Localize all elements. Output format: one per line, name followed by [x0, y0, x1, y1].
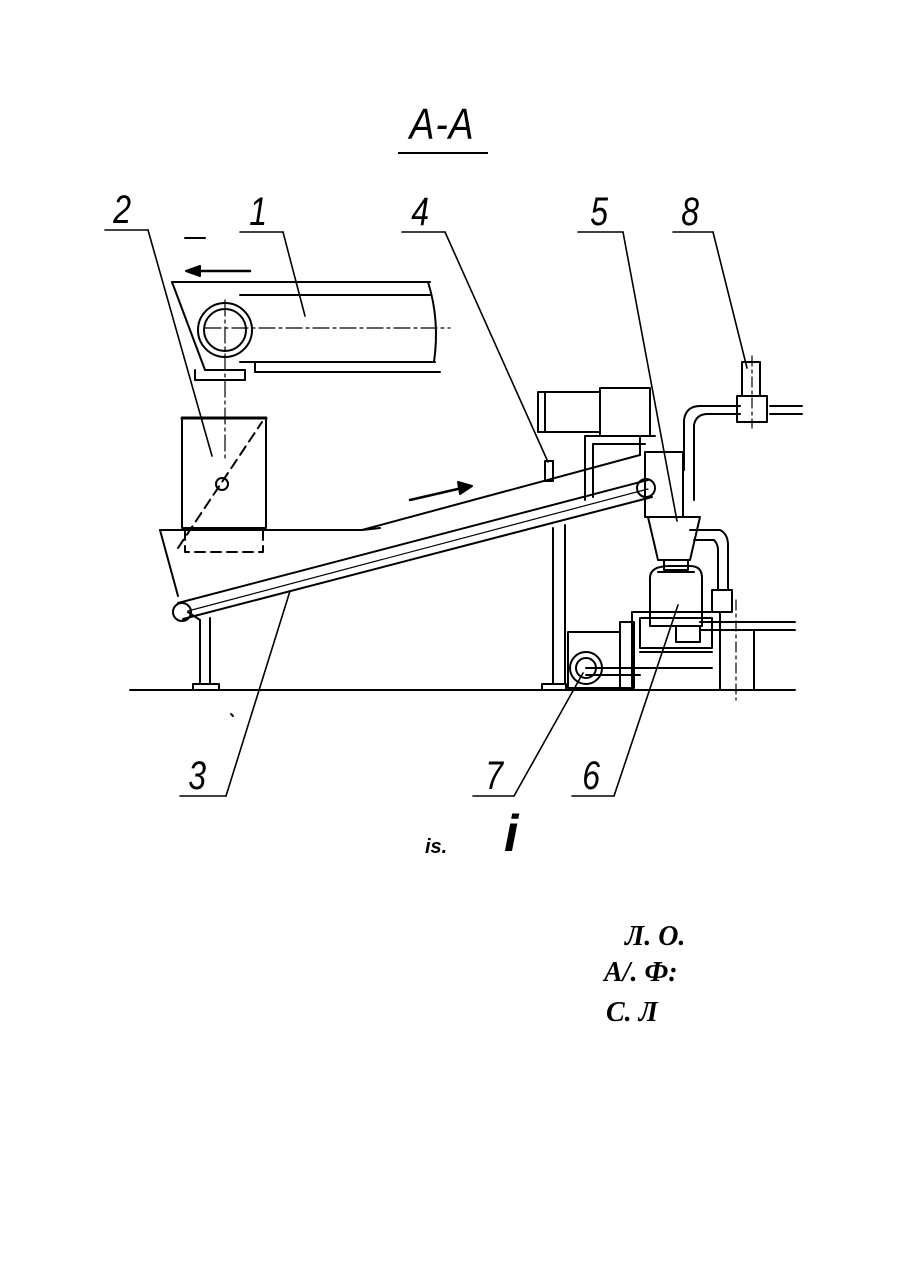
valve [737, 356, 767, 428]
callout-5: 5 [590, 192, 608, 232]
signature-line-3: С. Л [606, 998, 658, 1028]
callout-2: 2 [113, 190, 131, 230]
figure-caption-number: i [504, 808, 518, 860]
figure-caption-prefix: is. [425, 836, 447, 859]
callout-7: 7 [485, 756, 503, 796]
callout-1: 1 [249, 192, 267, 232]
inclined-conveyor [173, 455, 655, 690]
drive-motor [538, 388, 683, 517]
signature-line-1: Л. О. [625, 922, 685, 952]
upper-conveyor [172, 238, 450, 460]
feeder-box [160, 418, 362, 596]
signature-line-2: А/. Ф: [604, 958, 678, 988]
callout-8: 8 [681, 192, 699, 232]
callout-6: 6 [582, 756, 600, 796]
callout-3: 3 [188, 756, 206, 796]
callout-4: 4 [411, 192, 429, 232]
grinder [620, 566, 795, 700]
hopper-piping [648, 406, 802, 612]
